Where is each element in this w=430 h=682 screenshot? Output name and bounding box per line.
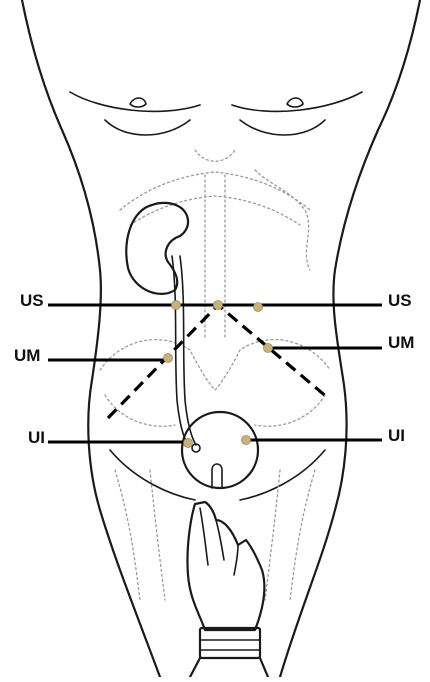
point-um-left <box>164 354 173 363</box>
point-ui-left <box>184 439 193 448</box>
right-groin-line <box>240 450 325 500</box>
body-outline <box>22 0 420 677</box>
point-us-right <box>254 303 263 312</box>
label-us-left: US <box>20 291 44 310</box>
right-pectoral <box>240 120 325 135</box>
left-chest-line <box>70 92 200 111</box>
label-um-right: UM <box>388 333 414 352</box>
label-um-left: UM <box>14 346 40 365</box>
label-us-right: US <box>388 291 412 310</box>
right-chest-line <box>232 92 362 111</box>
point-ui-right <box>242 436 251 445</box>
label-ui-left: UI <box>28 428 45 447</box>
urethra <box>212 464 222 488</box>
point-us-center <box>214 301 223 310</box>
point-us-left <box>172 301 181 310</box>
left-nipple <box>130 98 146 107</box>
left-pectoral <box>105 120 190 135</box>
point-um-right <box>264 344 273 353</box>
right-nipple <box>287 98 303 107</box>
label-ui-right: UI <box>388 426 405 445</box>
labels: US US UM UM UI UI <box>14 291 414 447</box>
hand-illustration <box>187 502 268 677</box>
left-kidney <box>126 203 188 294</box>
